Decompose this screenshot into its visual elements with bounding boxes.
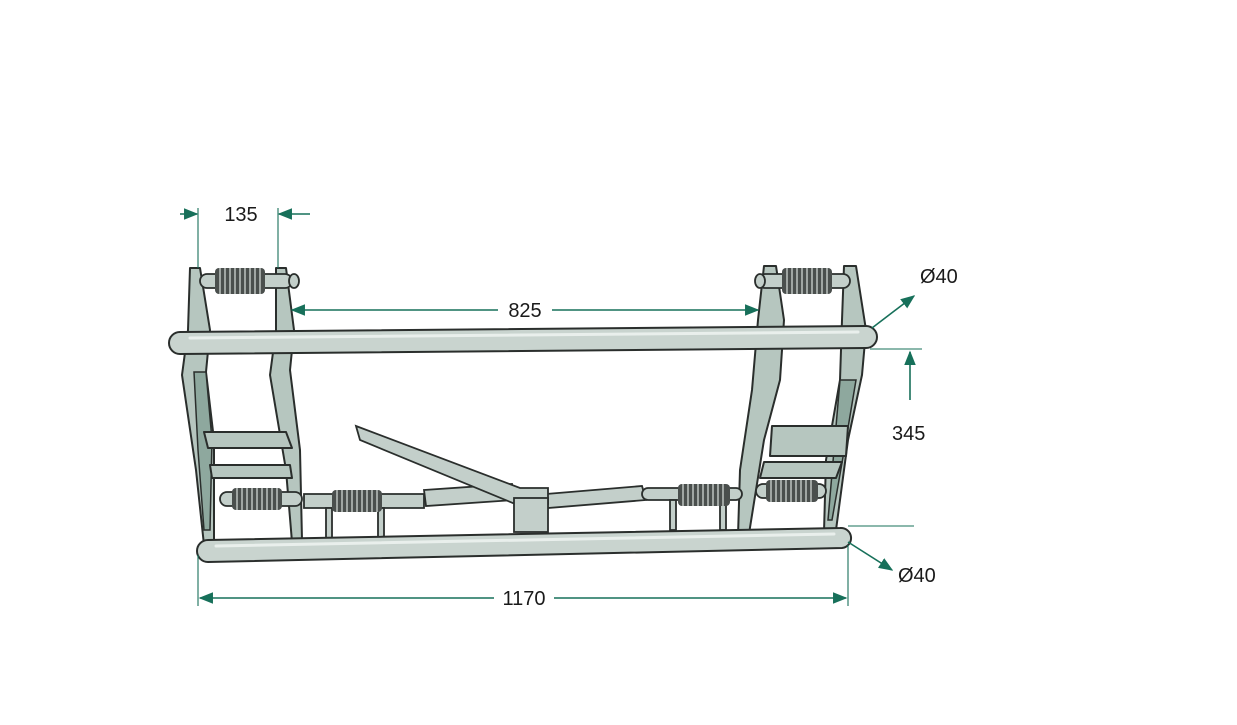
left-bottom-spring	[232, 488, 282, 510]
left-bracket	[181, 267, 303, 546]
center-right-spring	[678, 484, 730, 506]
locking-mechanism	[303, 424, 743, 539]
bottom-tube	[196, 526, 852, 564]
dimension-label-345: 345	[892, 423, 925, 445]
dimension-label-diameter-top: Ø40	[920, 266, 958, 288]
dimension-label-diameter-bottom: Ø40	[898, 565, 936, 587]
dimension-label-135: 135	[224, 204, 257, 226]
center-block	[513, 497, 549, 533]
dimension-diameter-bottom: Ø40	[847, 541, 936, 587]
dimension-diameter-top: Ø40	[871, 266, 958, 329]
dimension-345: 345	[848, 348, 925, 527]
top-tube	[168, 324, 878, 356]
left-top-spring	[215, 268, 265, 294]
dimension-825: 825	[290, 300, 760, 322]
center-left-spring	[332, 490, 382, 512]
right-top-spring	[782, 268, 832, 294]
dimension-label-825: 825	[508, 300, 541, 322]
right-bracket	[737, 265, 867, 541]
right-bottom-spring	[766, 480, 818, 502]
dimension-label-1170: 1170	[502, 588, 545, 610]
dimension-135: 135	[180, 204, 310, 268]
dimension-1170: 1170	[197, 545, 849, 610]
